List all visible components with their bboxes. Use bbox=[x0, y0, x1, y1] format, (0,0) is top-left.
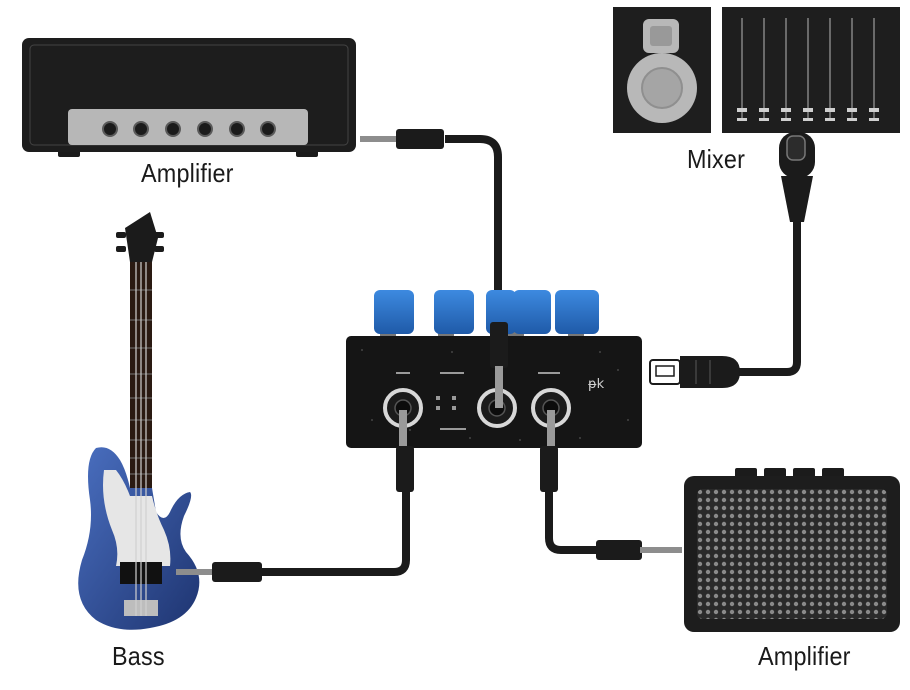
label-amplifier-top: Amplifier bbox=[141, 158, 234, 188]
bass-jack-plug bbox=[176, 562, 262, 582]
pedal: ᵽk bbox=[346, 290, 642, 448]
bass-guitar bbox=[78, 212, 200, 630]
amp-grille bbox=[697, 489, 887, 619]
xlr-connector bbox=[649, 356, 740, 388]
amplifier-combo bbox=[684, 468, 900, 632]
pedal-logo: ᵽk bbox=[588, 377, 605, 392]
amplifier-head bbox=[22, 38, 356, 157]
pedal-top-plug bbox=[490, 322, 508, 408]
label-bass: Bass bbox=[112, 641, 165, 671]
microphone bbox=[779, 132, 815, 222]
mixer-console bbox=[722, 7, 900, 133]
pedal-input-plug bbox=[396, 410, 414, 492]
amp-bottom-jack-plug bbox=[596, 540, 682, 560]
amp-knobs bbox=[102, 121, 276, 137]
cable-pedal-to-amp-bottom bbox=[545, 490, 598, 554]
amp-top-jack-plug bbox=[360, 129, 444, 149]
pedal-output-jack bbox=[531, 388, 571, 428]
label-mixer: Mixer bbox=[687, 144, 746, 174]
cable-amp-top-to-pedal bbox=[445, 135, 502, 330]
amp-control-panel bbox=[68, 109, 308, 145]
cable-mic-to-pedal bbox=[738, 220, 801, 376]
cable-bass-to-pedal bbox=[262, 490, 410, 576]
label-amplifier-bottom: Amplifier bbox=[758, 641, 851, 671]
mixer-speaker bbox=[613, 7, 711, 133]
pedal-output-plug bbox=[540, 410, 558, 492]
pedal-knobs bbox=[374, 290, 599, 340]
